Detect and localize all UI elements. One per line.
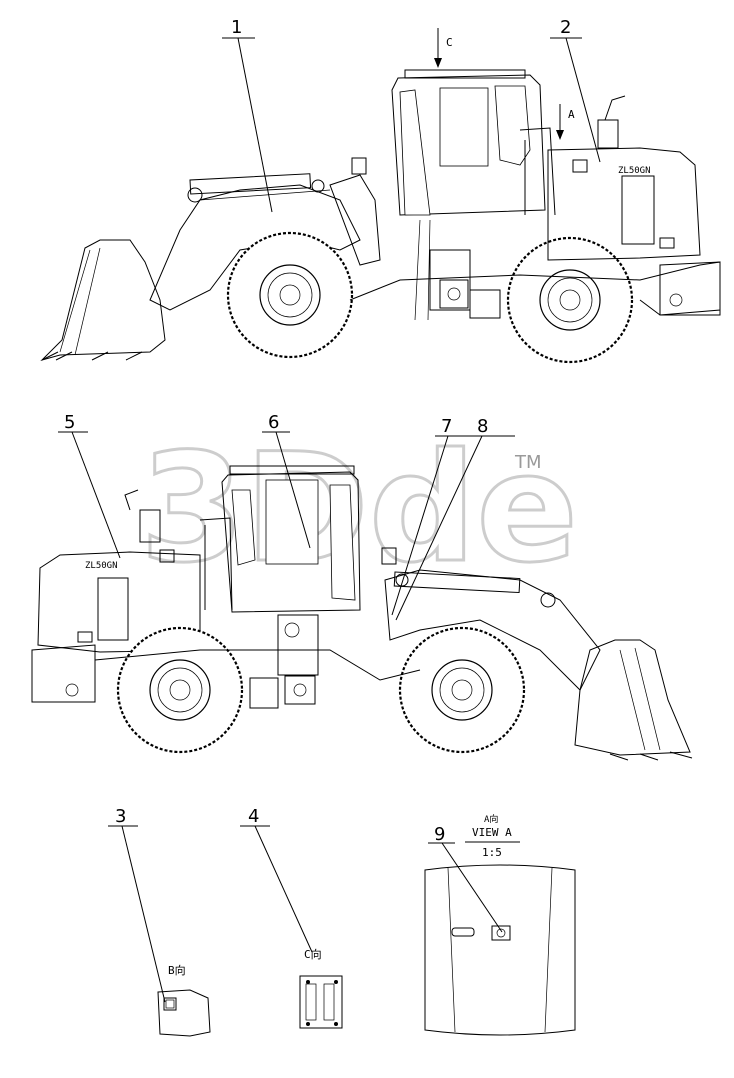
view-arrow-c: C: [446, 36, 453, 49]
model-decal-bottom: ZL50GN: [85, 561, 118, 571]
callout-2: 2: [560, 17, 571, 38]
loader-side-view-left: ZL50GN: [40, 69, 721, 364]
view-c-detail: 4 C向: [240, 806, 343, 1029]
watermark-trademark: TM: [514, 452, 542, 473]
callout-6: 6: [268, 412, 279, 433]
callout-9: 9: [434, 824, 445, 845]
middle-callouts: 5 6 7 8: [58, 412, 515, 621]
loader-side-view-right: ZL50GN: [31, 465, 693, 761]
callout-1: 1: [231, 17, 242, 38]
view-arrow-a: A: [568, 108, 575, 121]
top-callouts: 1 2 C A: [222, 17, 601, 213]
view-b-label: B向: [168, 963, 186, 977]
callout-3: 3: [115, 806, 126, 827]
view-a-scale: 1:5: [482, 846, 502, 859]
callout-5: 5: [64, 412, 75, 433]
view-a-label-en: VIEW A: [472, 826, 512, 839]
callout-8: 8: [477, 416, 488, 437]
view-c-label: C向: [304, 947, 322, 961]
model-decal-top: ZL50GN: [618, 166, 651, 176]
view-a-label-cn: A向: [484, 813, 498, 825]
callout-7: 7: [441, 416, 452, 437]
view-b-detail: 3 B向: [108, 806, 211, 1037]
callout-4: 4: [248, 806, 259, 827]
view-a-detail: A向 VIEW A 1:5 9: [424, 813, 576, 1036]
